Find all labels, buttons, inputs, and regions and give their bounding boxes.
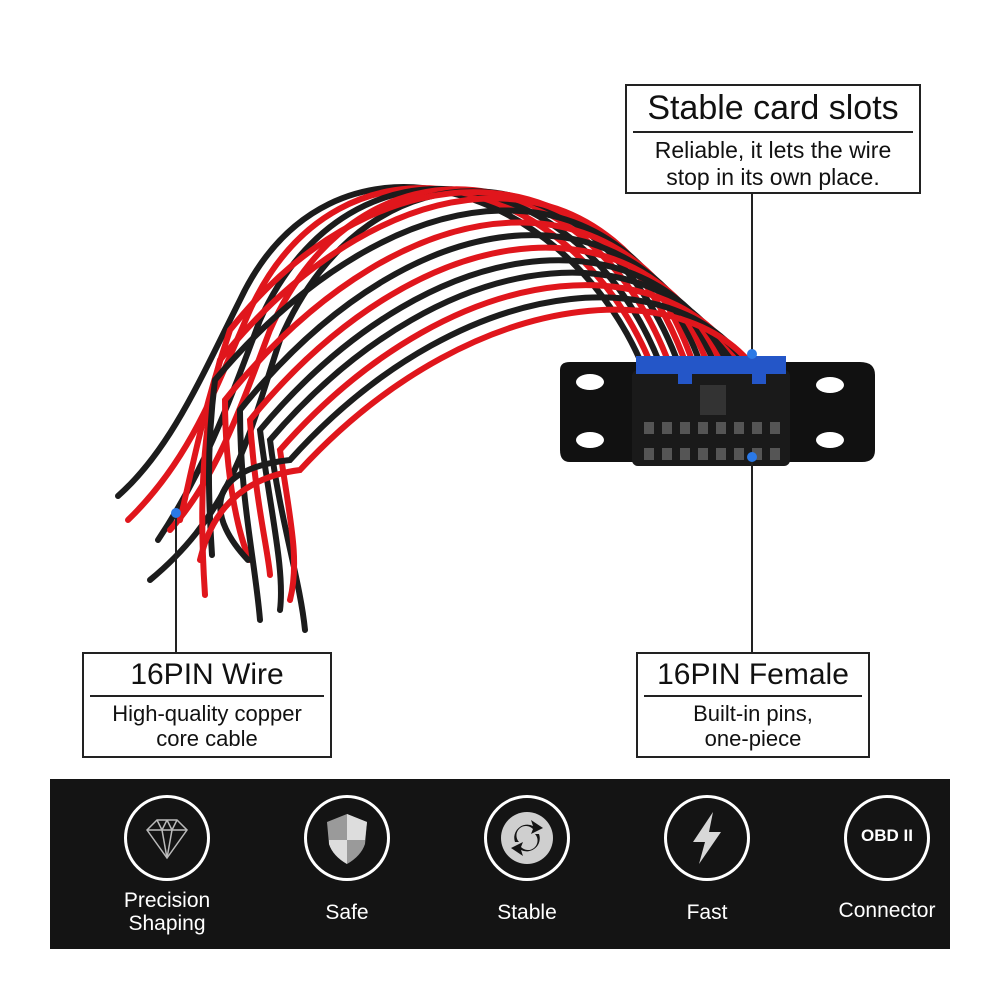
callout-markers xyxy=(171,349,757,518)
lightning-icon xyxy=(693,812,721,864)
feature-label: Fast xyxy=(686,901,728,924)
diamond-icon xyxy=(146,819,188,860)
recycle-arrows-icon xyxy=(501,812,553,864)
feature-bar: Precision Shaping Safe Stable xyxy=(50,779,950,949)
feature-stable: Stable xyxy=(454,779,604,949)
callout-desc-line: stop in its own place. xyxy=(666,163,880,190)
feature-connector: OBD II Connector xyxy=(814,779,964,949)
shield-icon xyxy=(327,814,367,864)
callout-desc-line: one-piece xyxy=(704,726,802,752)
obd-female-connector xyxy=(560,356,875,466)
callout-title: Stable card slots xyxy=(633,86,913,134)
callout-16pin-wire: 16PIN Wire High-quality copper core cabl… xyxy=(82,652,332,758)
callout-stable-card-slots: Stable card slots Reliable, it lets the … xyxy=(625,84,921,194)
callout-16pin-female: 16PIN Female Built-in pins, one-piece xyxy=(636,652,870,758)
obd-icon: OBD II xyxy=(861,826,913,845)
feature-safe: Safe xyxy=(274,779,424,949)
callout-title: 16PIN Female xyxy=(644,654,862,697)
product-illustration xyxy=(115,184,875,652)
feature-label: Precision Shaping xyxy=(94,889,240,935)
feature-label-line: Shaping xyxy=(128,912,206,936)
feature-label: Connector xyxy=(838,899,936,922)
callout-desc-line: High-quality copper xyxy=(112,701,302,726)
feature-label: Safe xyxy=(325,901,369,924)
callout-desc-line: Built-in pins, xyxy=(693,701,813,726)
callout-description: Built-in pins, one-piece xyxy=(638,697,868,752)
callout-description: High-quality copper core cable xyxy=(84,697,330,752)
feature-label: Stable xyxy=(497,901,557,924)
callout-desc-line: Reliable, it lets the wire xyxy=(654,137,892,164)
feature-precision-shaping: Precision Shaping xyxy=(94,779,244,949)
feature-label-line: Precision xyxy=(123,889,211,912)
callout-desc-line: core cable xyxy=(156,726,258,752)
callout-leader-lines xyxy=(175,194,753,652)
wire-bundle xyxy=(115,184,771,633)
callout-description: Reliable, it lets the wire stop in its o… xyxy=(627,133,919,190)
callout-title: 16PIN Wire xyxy=(90,654,324,697)
feature-fast: Fast xyxy=(634,779,784,949)
